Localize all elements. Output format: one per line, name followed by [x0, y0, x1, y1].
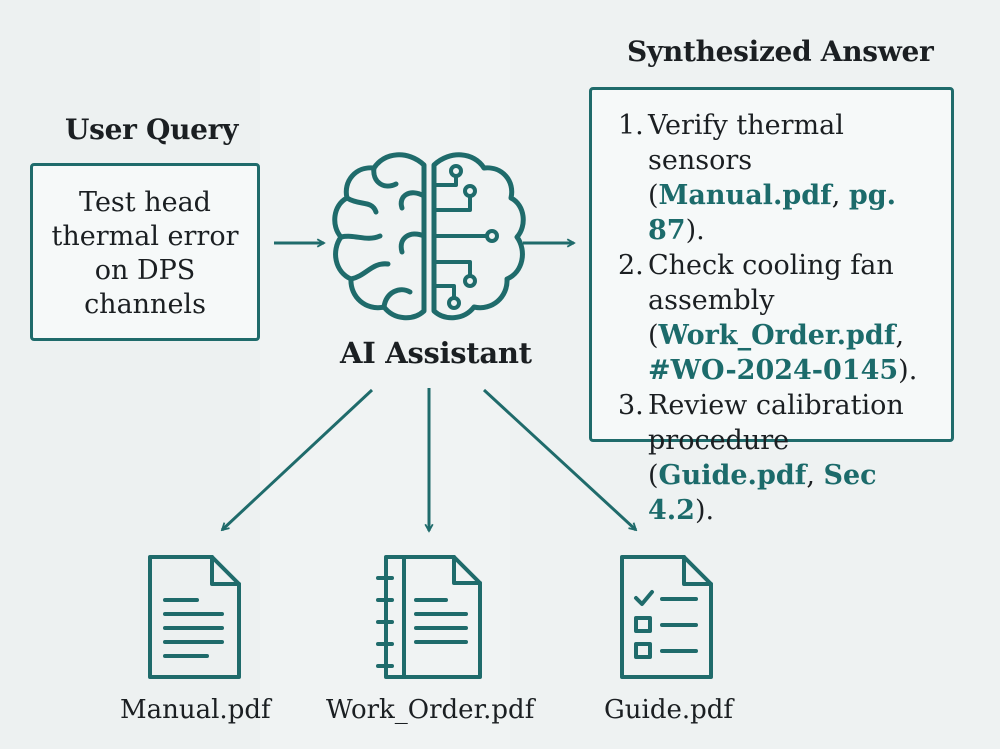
citation-location: pg. 87 — [648, 180, 897, 246]
user-query-line: Test head — [79, 187, 211, 218]
step-number: 3. — [618, 390, 644, 421]
step-text: assembly — [648, 285, 775, 316]
citation-location: #WO-2024-0145 — [648, 355, 899, 386]
ai-assistant-label: AI Assistant — [340, 336, 532, 370]
step-number: 1. — [618, 110, 644, 141]
citation-source: Guide.pdf — [658, 460, 807, 491]
step-number: 2. — [618, 250, 644, 281]
answer-step-2: 2. Check cooling fan assembly (Work_Orde… — [618, 248, 951, 388]
user-query-text: Test head thermal error on DPS channels — [33, 186, 257, 322]
step-citation: (Manual.pdf, pg. 87). — [648, 178, 951, 248]
answer-step-1: 1. Verify thermal sensors (Manual.pdf, p… — [618, 108, 951, 248]
brain-circuit-icon — [332, 152, 526, 321]
user-query-line: channels — [84, 289, 206, 320]
document-label-manual: Manual.pdf — [120, 695, 271, 725]
step-citation: #WO-2024-0145). — [648, 353, 917, 388]
citation-separator: , — [895, 320, 905, 351]
synthesized-answer-heading: Synthesized Answer — [627, 35, 934, 68]
citation-source: Work_Order.pdf — [658, 320, 896, 351]
answer-list: 1. Verify thermal sensors (Manual.pdf, p… — [618, 108, 951, 528]
citation-paren: ( — [648, 320, 659, 351]
citation-source: Manual.pdf — [658, 180, 832, 211]
step-citation: (Guide.pdf, Sec 4.2). — [648, 458, 951, 528]
step-text: Check cooling fan — [648, 250, 894, 281]
step-citation: (Work_Order.pdf, — [648, 318, 917, 353]
document-label-guide: Guide.pdf — [604, 695, 734, 725]
answer-step-3: 3. Review calibration procedure (Guide.p… — [618, 388, 951, 528]
step-text: procedure — [648, 425, 790, 456]
citation-paren: ( — [648, 180, 659, 211]
arrow-to-manual — [222, 388, 374, 530]
citation-paren: ). — [694, 495, 715, 526]
citation-separator: , — [831, 180, 849, 211]
user-query-box: Test head thermal error on DPS channels — [30, 163, 260, 341]
citation-separator: , — [806, 460, 824, 491]
step-text: Verify thermal sensors — [648, 110, 844, 176]
step-text: Review calibration — [648, 390, 904, 421]
user-query-heading: User Query — [65, 113, 239, 146]
citation-location: Sec 4.2 — [648, 460, 877, 526]
citation-paren: ). — [685, 215, 705, 246]
checklist-icon — [620, 555, 713, 679]
background-panel-left — [0, 0, 260, 749]
citation-paren: ( — [648, 460, 659, 491]
user-query-line: thermal error — [51, 221, 239, 252]
document-lines-icon — [148, 555, 241, 679]
synthesized-answer-box: 1. Verify thermal sensors (Manual.pdf, p… — [589, 87, 954, 526]
notebook-icon — [376, 555, 482, 679]
document-label-work-order: Work_Order.pdf — [326, 695, 535, 725]
citation-paren: ). — [898, 355, 918, 386]
arrow-to-guide — [482, 388, 636, 530]
user-query-line: on DPS — [94, 255, 196, 286]
